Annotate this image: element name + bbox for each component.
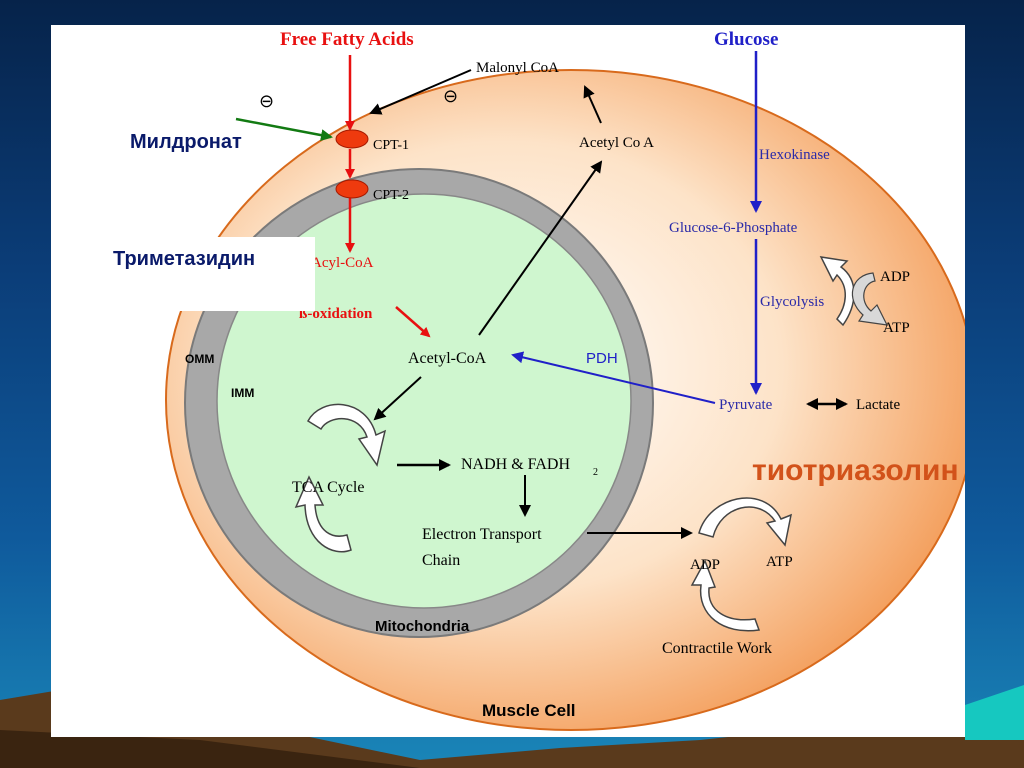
nadh-fadh-subscript: 2: [593, 467, 598, 478]
acetylcoa-to-tca-arrow: [373, 376, 422, 421]
adp-atp-glycolysis-arrow: [851, 272, 889, 326]
contractile-work-label: Contractile Work: [662, 640, 772, 657]
nadh-fadh-label: NADH & FADH: [461, 456, 570, 473]
glucose-label: Glucose: [714, 29, 778, 50]
etc-label-line1: Electron Transport: [422, 526, 542, 543]
beta-oxidation-label: ß-oxidation: [299, 306, 373, 322]
pdh-label: PDH: [586, 350, 618, 367]
adp-top-label: ADP: [880, 269, 910, 285]
adp-bottom-label: ADP: [690, 557, 720, 573]
cpt2-transporter: [335, 179, 369, 199]
slide-panel: Free Fatty Acids Glucose Malonyl CoA Ace…: [51, 25, 965, 737]
acetyl-coa-inner-label: Acetyl-CoA: [408, 350, 487, 367]
atp-top-label: ATP: [883, 320, 910, 336]
tca-cycle-arrows: [294, 403, 387, 553]
pdh-arrow: [511, 351, 716, 404]
inhibition-sign-malonyl: ⊖: [443, 86, 458, 106]
etc-label-line2: Chain: [422, 552, 460, 569]
acetylcoa-to-acetylcoa-arrow: [478, 160, 603, 336]
cpt1-label: CPT-1: [373, 138, 409, 153]
beta-oxidation-arrow: [395, 306, 431, 338]
cpt1-transporter: [335, 129, 369, 149]
acetyl-co-a-label: Acetyl Co A: [579, 135, 654, 151]
inhibition-sign-mildronat: ⊖: [259, 91, 274, 111]
lactate-label: Lactate: [856, 397, 900, 413]
pyruvate-label: Pyruvate: [719, 397, 773, 413]
malonyl-coa-label: Malonyl CoA: [476, 60, 559, 76]
acetylcoa-to-malonyl-arrow: [583, 85, 602, 124]
cpt2-label: CPT-2: [373, 188, 409, 203]
tca-cycle-label: TCA Cycle: [292, 479, 364, 496]
malonyl-inhibit-arrow: [369, 69, 472, 115]
omm-label: OMM: [185, 352, 214, 366]
atp-bottom-label: ATP: [766, 554, 793, 570]
muscle-cell-label: Muscle Cell: [482, 701, 576, 720]
tiotriazolin-label: тиотриазолин: [752, 454, 959, 487]
glucose-6-phosphate-label: Glucose-6-Phosphate: [669, 220, 798, 236]
atp-cycle-arrows: [690, 256, 855, 632]
free-fatty-acids-label: Free Fatty Acids: [280, 29, 414, 50]
glycolysis-label: Glycolysis: [760, 294, 824, 310]
acyl-coa-label: Acyl-CoA: [311, 255, 374, 271]
imm-label: IMM: [231, 386, 254, 400]
mitochondria-label: Mitochondria: [375, 618, 470, 635]
trimetazidin-label: Триметазидин: [103, 237, 315, 311]
mildronat-arrow: [235, 117, 333, 142]
mildronat-label: Милдронат: [130, 131, 242, 154]
hexokinase-label: Hexokinase: [759, 147, 830, 163]
